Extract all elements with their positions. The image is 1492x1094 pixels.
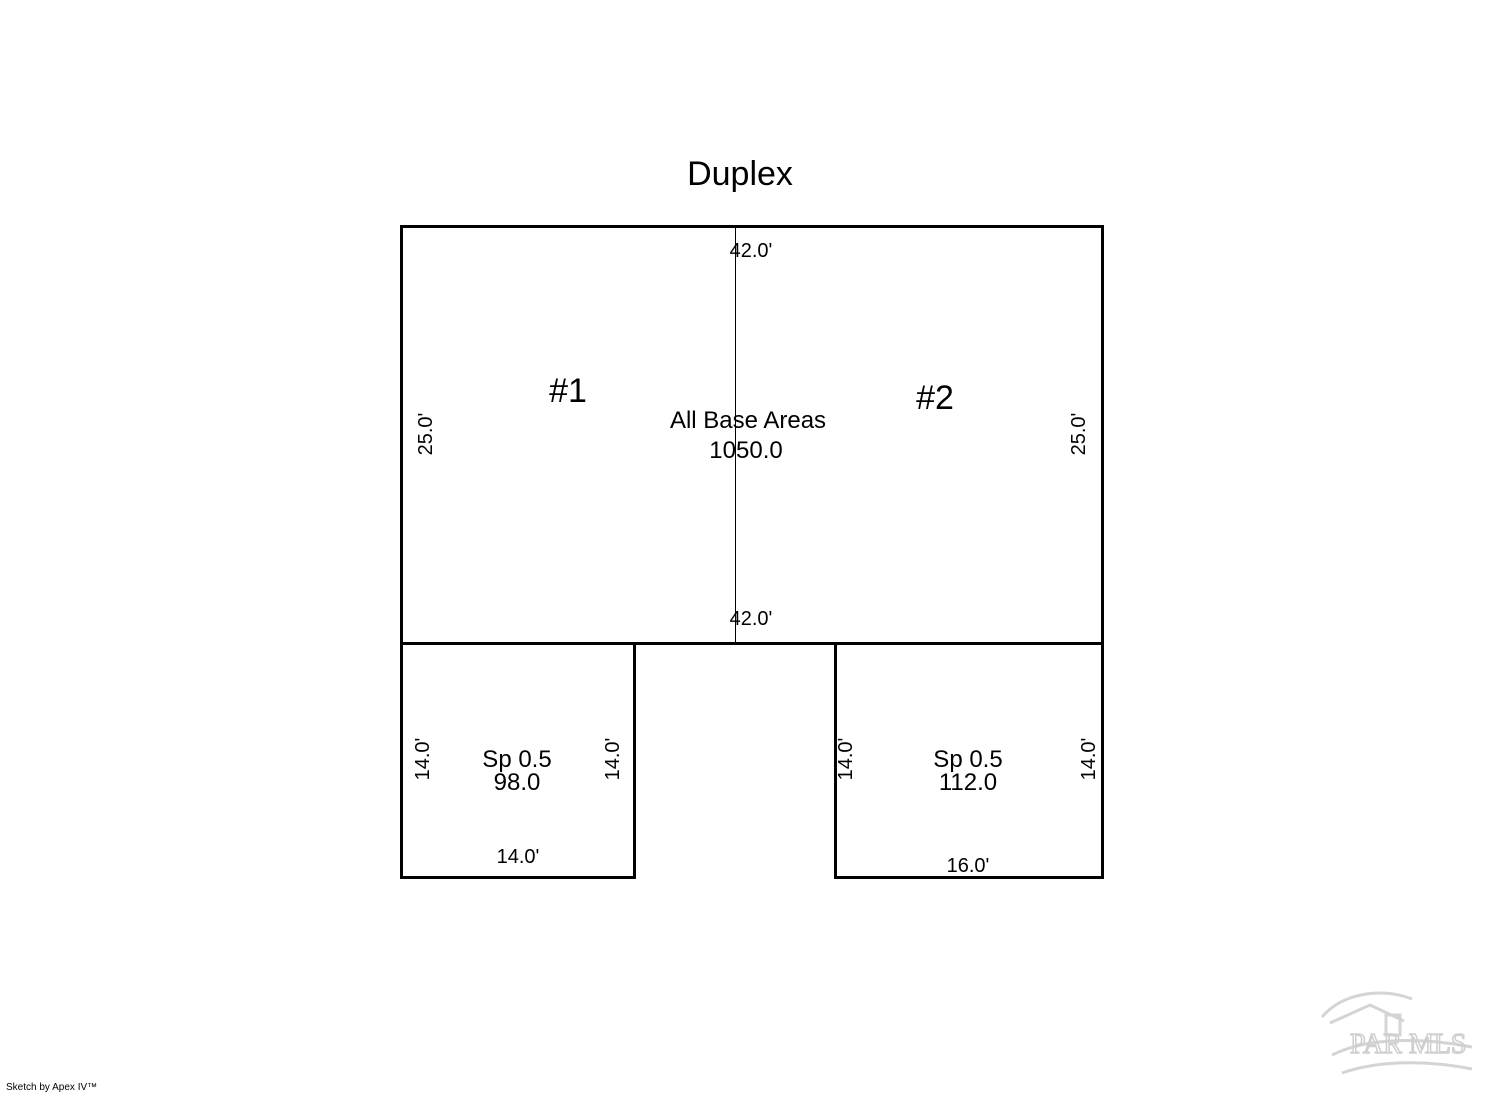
porch-right-label: Sp 0.5 (933, 746, 1003, 773)
base-area-outline (400, 225, 1104, 645)
unit-1-label: #1 (549, 372, 587, 410)
unit-2-label: #2 (916, 379, 954, 417)
porch-right-outline (834, 643, 1104, 879)
base-dim-bottom: 42.0' (729, 608, 773, 630)
base-area-label: All Base Areas (669, 407, 827, 434)
base-dim-left: 25.0' (415, 412, 437, 456)
sketch-title: Duplex (687, 155, 793, 193)
sketch-credit: Sketch by Apex IV™ (6, 1082, 98, 1093)
base-dim-right: 25.0' (1068, 412, 1090, 456)
porch-left-value: 98.0 (493, 769, 541, 796)
porch-left-dim-right: 14.0' (602, 737, 624, 781)
porch-right-value: 112.0 (938, 769, 998, 796)
porch-right-dim-left: 14.0' (835, 737, 857, 781)
base-area-value: 1050.0 (709, 437, 783, 464)
porch-left-label: Sp 0.5 (482, 746, 552, 773)
porch-left-outline (400, 643, 636, 879)
porch-left-dim-bottom: 14.0' (496, 846, 540, 868)
porch-right-dim-right: 14.0' (1078, 737, 1100, 781)
porch-right-dim-bottom: 16.0' (946, 855, 990, 877)
porch-left-dim-left: 14.0' (412, 737, 434, 781)
base-dim-top: 42.0' (729, 240, 773, 262)
svg-text:PAR MLS: PAR MLS (1350, 1029, 1466, 1060)
house-logo-watermark-icon: PAR MLS (1320, 991, 1473, 1075)
